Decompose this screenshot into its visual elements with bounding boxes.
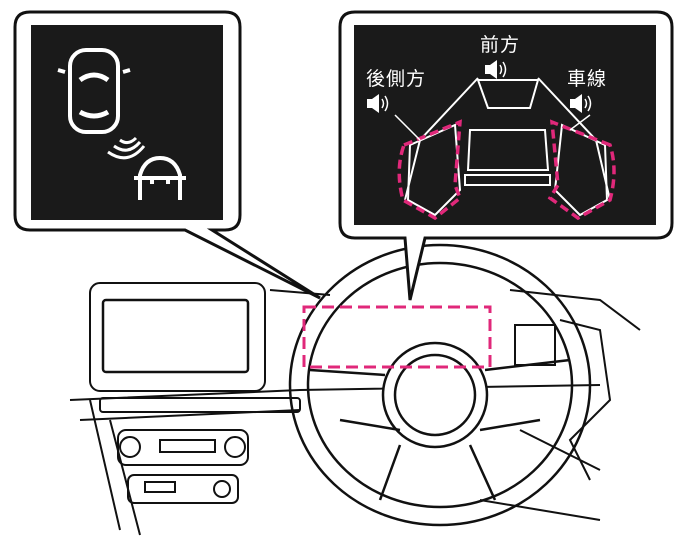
lane-label: 車線	[567, 68, 608, 90]
front-label: 前方	[480, 34, 521, 56]
car-top-view-icon	[57, 48, 131, 134]
rear-side-label: 後側方	[366, 68, 427, 90]
car-front-icon	[134, 155, 186, 200]
left-rear-highlight	[397, 119, 463, 221]
center-display	[101, 298, 250, 374]
sensor-wave-icon	[107, 136, 146, 160]
speaker-icon	[367, 60, 592, 113]
left-callout	[13, 10, 321, 300]
dashboard	[69, 282, 641, 536]
steering-wheel[interactable]	[288, 243, 592, 527]
meter-display-highlight	[302, 305, 492, 369]
right-callout	[338, 10, 674, 301]
right-rear-highlight	[547, 119, 616, 221]
